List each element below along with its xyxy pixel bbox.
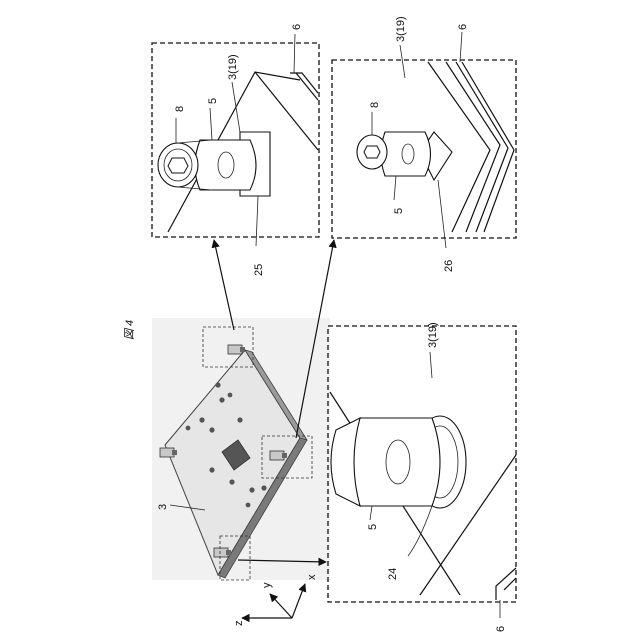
label-bolt-top-right: 8 [174,106,186,112]
leader-plate-bottom-right [400,45,405,78]
leader-nut-top-right [210,108,212,140]
detail-view-bottom-left: 3(19) 5 24 6 [328,322,516,632]
leader-layer-top-right [294,34,295,73]
leader-plate-top-right [232,82,240,132]
leader-layer-bottom-right [460,32,462,62]
label-bolt-bottom-right: 8 [369,102,381,108]
plate-layer-1-bottom-right [446,62,500,232]
label-plate-bottom-left: 3(19) [427,322,439,348]
label-layer-top-right: 6 [291,24,303,30]
layer-stack-top-right [290,73,318,100]
label-plate: 3 [157,504,169,510]
detail-view-top-right: 8 5 3(19) 6 25 [152,24,319,276]
nut-5-bottom-right [381,132,431,176]
axis-y-label: y [261,582,273,588]
label-layer-bottom-right: 6 [457,24,469,30]
axis-y-arrow [270,594,292,618]
nut-5-top-right [195,140,256,190]
label-plate-bottom-right: 3(19) [395,16,407,42]
nut-5-bottom-left [352,418,440,506]
arrow-to-top-right-view [214,240,234,330]
layer-stack-bottom-left [496,568,516,600]
figure-title-text: 図 4 [124,320,136,340]
axis-x-label: x [306,574,318,580]
label-spacer-25: 25 [253,264,265,276]
label-ring-24: 24 [387,568,399,580]
hex-socket-icon-2 [364,146,380,158]
leader-ring-24 [408,506,432,556]
label-nut-bottom-right: 5 [393,208,405,214]
axis-x-arrow [292,584,305,618]
label-plate-top-right: 3(19) [227,54,239,80]
label-layer-bottom-left: 6 [495,626,507,632]
layer-stack-bottom-left-2 [504,578,516,590]
leader-spacer-25 [256,196,258,246]
layer-stack-top-right-2 [296,73,318,93]
detail-view-bottom-right: 8 3(19) 6 5 26 [332,16,516,272]
label-nut-top-right: 5 [207,98,219,104]
figure-title: 図 4 [124,320,136,340]
overview-view: 3 [152,318,330,580]
leader-nut-bottom-left [370,506,372,520]
axis-triad: z y x [233,574,318,626]
leader-nut-bottom-right [394,176,396,200]
axis-z-label: z [233,621,245,627]
hex-socket-icon [168,158,188,173]
leader-plate-bottom-left [430,352,432,378]
label-spacer-26: 26 [443,260,455,272]
label-nut-bottom-left: 5 [367,524,379,530]
